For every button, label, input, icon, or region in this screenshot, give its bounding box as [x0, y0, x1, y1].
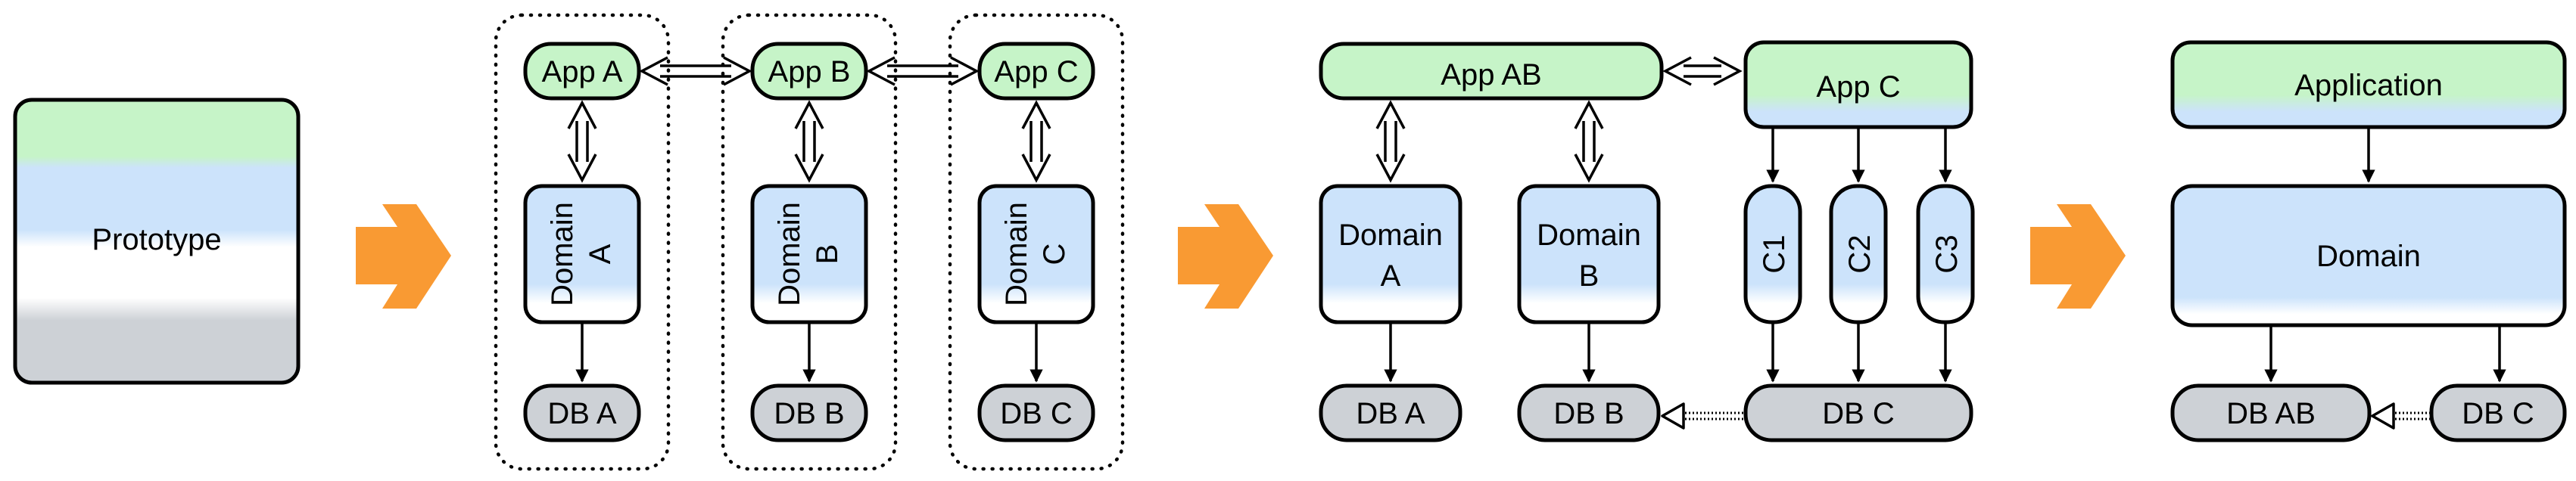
service-group-a — [494, 13, 671, 471]
domain-b-node-stage2: Domain B — [1517, 184, 1661, 324]
app-a-node: App A — [523, 42, 641, 101]
service-group-b — [721, 13, 898, 471]
db-b-stage2-label: DB B — [1553, 397, 1624, 430]
domain-a-line1: Domain — [546, 202, 579, 306]
app-b-c-bidirectional-arrow — [866, 56, 980, 86]
transition-arrow-1 — [356, 204, 451, 309]
app-b-domain-b-arrow — [794, 100, 824, 183]
stage-1: App A App B App C — [494, 13, 1125, 471]
db-c-to-db-b-replication-arrow — [1661, 402, 1744, 430]
stage-3: Application Domain DB AB DB C — [2170, 40, 2567, 442]
domain-b-node: Domain B — [750, 184, 868, 324]
domain-a-node: Domain A — [523, 184, 641, 324]
stage-2: App AB App C Domain A — [1319, 40, 1975, 442]
app-ab-domain-a-arrow — [1375, 100, 1406, 183]
app-ab-domain-b-arrow — [1574, 100, 1604, 183]
domain-stage3-label: Domain — [2316, 240, 2421, 273]
db-c-label: DB C — [1000, 397, 1073, 430]
prototype-label: Prototype — [92, 223, 221, 256]
domain-b-line2: B — [811, 244, 844, 265]
app-ab-app-c-bidirectional-arrow — [1662, 56, 1743, 86]
db-a-stage2-label: DB A — [1356, 397, 1425, 430]
app-a-b-bidirectional-arrow — [639, 56, 752, 86]
service-group-c — [948, 13, 1125, 471]
db-c-node: DB C — [977, 383, 1095, 442]
db-b-label: DB B — [774, 397, 844, 430]
domain-b-line1: Domain — [773, 202, 806, 306]
application-label: Application — [2294, 69, 2443, 102]
app-a-label: App A — [542, 55, 623, 88]
db-b-node: DB B — [750, 383, 868, 442]
domain-a-stage2-line1: Domain — [1338, 219, 1443, 252]
db-c-stage3-label: DB C — [2462, 397, 2534, 430]
component-c2-label: C2 — [1843, 234, 1877, 273]
app-ab-label: App AB — [1441, 58, 1541, 92]
db-a-label: DB A — [547, 397, 616, 430]
domain-c-line1: Domain — [1000, 202, 1033, 306]
component-c2-node: C2 — [1829, 184, 1888, 324]
component-c3-node: C3 — [1916, 184, 1975, 324]
component-c1-label: C1 — [1758, 234, 1791, 273]
db-c-node-stage2: DB C — [1743, 383, 1973, 442]
db-ab-node: DB AB — [2170, 383, 2372, 442]
app-b-node: App B — [750, 42, 868, 101]
application-node: Application — [2170, 40, 2567, 129]
component-c1-node: C1 — [1743, 184, 1802, 324]
db-a-node: DB A — [523, 383, 641, 442]
prototype-block: Prototype — [13, 98, 301, 385]
domain-c-node: Domain C — [977, 184, 1095, 324]
domain-a-node-stage2: Domain A — [1319, 184, 1462, 324]
db-a-node-stage2: DB A — [1319, 383, 1462, 442]
app-b-label: App B — [768, 55, 851, 88]
domain-a-line2: A — [584, 244, 617, 264]
component-c3-label: C3 — [1930, 234, 1964, 273]
db-c-to-db-ab-replication-arrow — [2371, 402, 2430, 430]
db-c-stage2-label: DB C — [1822, 397, 1895, 430]
transition-arrow-3 — [2030, 204, 2126, 309]
transition-arrow-2 — [1178, 204, 1273, 309]
domain-a-stage2-line2: A — [1381, 259, 1401, 293]
app-c-domain-c-arrow — [1021, 100, 1051, 183]
app-c-label-stage2: App C — [1816, 70, 1900, 104]
domain-node-stage3: Domain — [2170, 184, 2567, 327]
domain-b-stage2-line2: B — [1579, 259, 1599, 293]
app-c-node: App C — [977, 42, 1095, 101]
domain-b-stage2-line1: Domain — [1537, 219, 1641, 252]
domain-c-line2: C — [1038, 244, 1071, 265]
db-c-node-stage3: DB C — [2429, 383, 2567, 442]
app-c-node-stage2: App C — [1743, 40, 1973, 129]
app-ab-node: App AB — [1319, 42, 1664, 101]
db-ab-label: DB AB — [2226, 397, 2316, 430]
app-c-label: App C — [994, 55, 1078, 88]
db-b-node-stage2: DB B — [1517, 383, 1661, 442]
app-a-domain-a-arrow — [567, 100, 597, 183]
